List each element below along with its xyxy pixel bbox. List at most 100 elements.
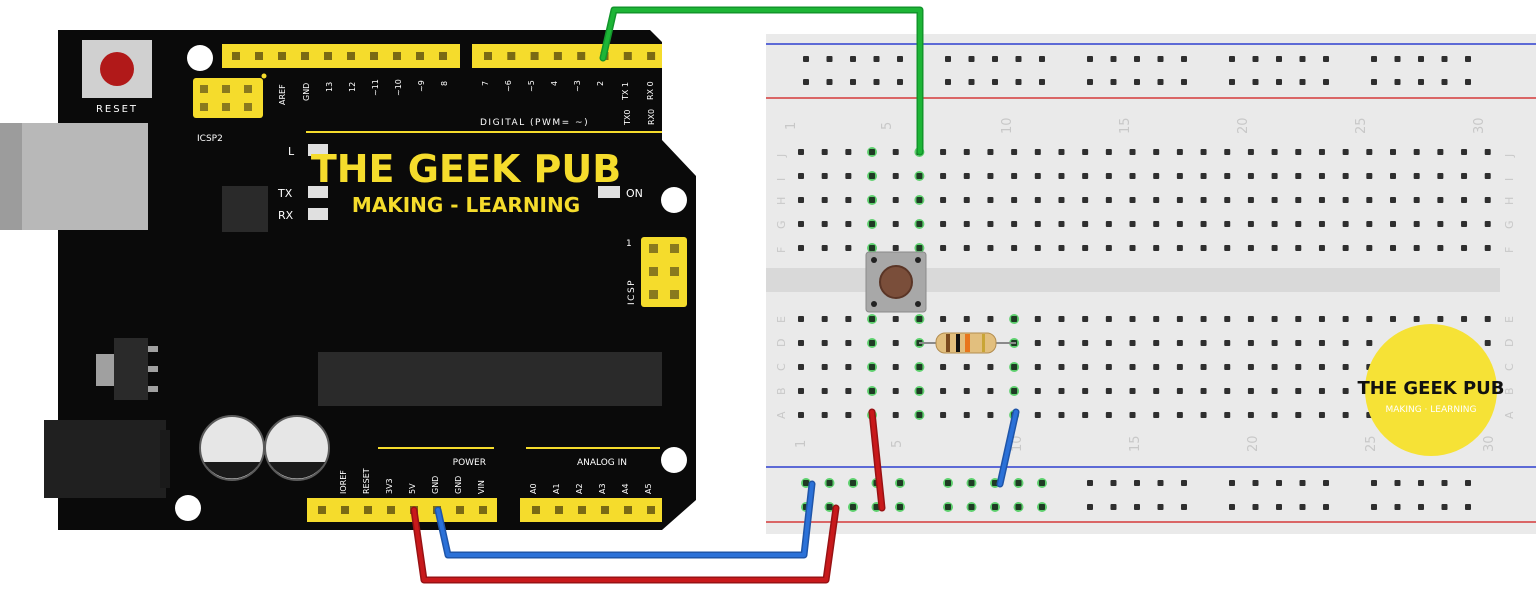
breadboard-hole — [1413, 221, 1420, 227]
col-num: 10 — [1010, 435, 1025, 452]
breadboard-hole — [798, 412, 804, 418]
breadboard-hole — [869, 173, 876, 179]
breadboard-hole — [1105, 221, 1112, 227]
breadboard-hole — [963, 245, 970, 251]
mounting-hole — [187, 45, 213, 71]
breadboard-hole — [1129, 412, 1136, 418]
pin-label: A5 — [644, 483, 653, 494]
breadboard-hole — [987, 149, 994, 155]
breadboard-hole — [945, 480, 951, 486]
breadboard-hole — [1295, 221, 1302, 227]
breadboard-hole — [897, 480, 903, 486]
mounting-hole — [661, 187, 687, 213]
breadboard-hole — [1153, 340, 1160, 346]
breadboard-hole — [798, 388, 804, 394]
breadboard-hole — [1011, 364, 1018, 370]
breadboard-hole — [1295, 245, 1302, 251]
header-socket — [647, 52, 656, 60]
resistor-band — [956, 334, 960, 352]
push-button-pin — [915, 257, 921, 263]
voltage-regulator — [114, 338, 148, 400]
breadboard-hole — [1252, 56, 1259, 62]
breadboard-hole — [1371, 56, 1377, 62]
breadboard-hole — [1200, 388, 1207, 394]
breadboard-hole — [1105, 149, 1112, 155]
breadboard-hole — [987, 364, 994, 370]
breadboard-hole — [1390, 173, 1396, 179]
header-pin — [649, 267, 658, 276]
breadboard-hole — [892, 412, 899, 418]
header-socket — [479, 506, 487, 514]
breadboard-hole — [1390, 149, 1396, 155]
header-socket — [341, 506, 349, 514]
breadboard-hole — [845, 388, 852, 394]
breadboard-hole — [1295, 149, 1302, 155]
breadboard-hole — [1200, 173, 1207, 179]
reset-label: RESET — [96, 104, 138, 115]
header-pin — [670, 244, 679, 253]
pin1-marker — [261, 73, 267, 79]
row-letter: A — [1503, 411, 1516, 419]
breadboard-hole — [1247, 316, 1254, 322]
breadboard-hole — [1295, 388, 1302, 394]
row-letter: F — [1503, 247, 1516, 253]
analog-header — [520, 498, 662, 522]
breadboard-hole — [845, 173, 852, 179]
breadboard-hole — [798, 245, 804, 251]
digital-header-pins — [232, 52, 656, 60]
breadboard-hole — [897, 56, 903, 62]
breadboard-hole — [1276, 480, 1282, 486]
breadboard-hole — [992, 79, 998, 85]
wire-red-5v — [412, 506, 838, 582]
breadboard-hole — [1318, 412, 1325, 418]
breadboard-hole — [1252, 79, 1259, 85]
breadboard-hole — [1437, 316, 1444, 322]
push-button-pin — [915, 301, 921, 307]
row-letter: H — [1503, 197, 1516, 205]
breadboard-hole — [940, 173, 947, 179]
breadboard-hole — [1110, 504, 1117, 510]
pin-label-7: 7 — [481, 81, 490, 86]
breadboard-hole — [1200, 340, 1207, 346]
breadboard-hole — [821, 245, 828, 251]
header-socket — [278, 52, 286, 60]
breadboard-hole — [968, 56, 975, 62]
rx0-label: RX0 — [647, 109, 656, 125]
breadboard-hole — [1366, 173, 1373, 179]
breadboard-hole — [1318, 149, 1325, 155]
breadboard-hole — [821, 316, 828, 322]
wires — [410, 6, 1020, 584]
breadboard-hole — [1318, 245, 1325, 251]
breadboard-hole — [1176, 364, 1183, 370]
breadboard-hole — [916, 197, 923, 203]
breadboard-hole — [1271, 149, 1278, 155]
breadboard-hole — [1082, 149, 1089, 155]
breadboard-hole — [1224, 340, 1231, 346]
breadboard-hole — [1058, 364, 1065, 370]
breadboard-hole — [1318, 388, 1325, 394]
breadboard-hole — [1110, 56, 1117, 62]
breadboard-hole — [826, 79, 833, 85]
row-letter: E — [1503, 316, 1516, 323]
breadboard-hole — [826, 504, 833, 510]
breadboard-hole — [1058, 245, 1065, 251]
breadboard-hole — [1129, 245, 1136, 251]
header-pin — [222, 103, 230, 111]
breadboard-hole — [1153, 173, 1160, 179]
breadboard-hole — [1371, 504, 1377, 510]
column-numbers-bottom: 1 5 10 15 20 25 30 — [794, 435, 1497, 452]
header-socket — [578, 506, 586, 514]
row-letter: D — [775, 339, 788, 347]
breadboard-hole — [1366, 149, 1373, 155]
breadboard-hole — [1252, 504, 1259, 510]
breadboard-hole — [1200, 412, 1207, 418]
breadboard-hole — [1299, 480, 1306, 486]
header-socket — [577, 52, 586, 60]
col-num: 20 — [1236, 117, 1251, 134]
breadboard-hole — [1465, 56, 1471, 62]
wire-red-button — [870, 410, 884, 510]
breadboard-hole — [1461, 316, 1468, 322]
breadboard-hole — [1011, 149, 1018, 155]
pin-label-tx1: TX 1 — [621, 82, 630, 101]
header-socket — [232, 52, 240, 60]
